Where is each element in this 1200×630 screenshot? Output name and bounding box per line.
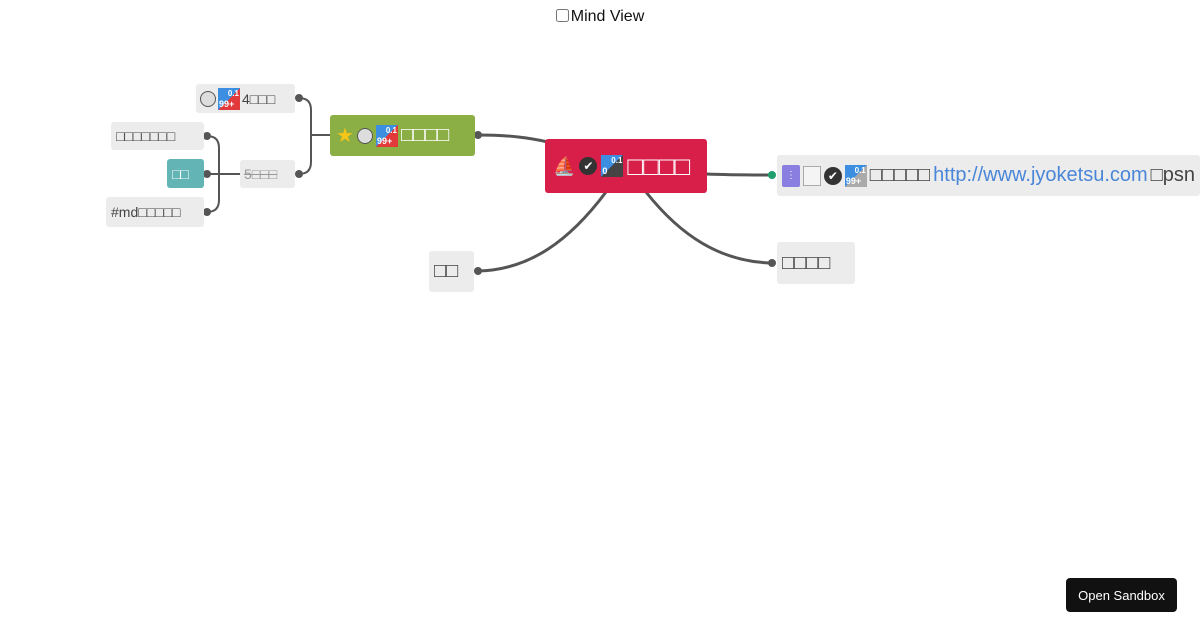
- dot-leaf3: [203, 208, 211, 216]
- badge-top-label: 0.1: [611, 156, 623, 165]
- leaf-2-node[interactable]: □□: [167, 159, 204, 188]
- bottom-left-node[interactable]: □□: [429, 251, 474, 292]
- badge-top-label: 0.1: [227, 88, 239, 98]
- zip-file-icon: ⋮: [782, 164, 800, 187]
- connector-root-link: [705, 172, 773, 177]
- dot-bottom-right: [768, 259, 776, 267]
- circle-icon: [200, 90, 216, 107]
- leaf-2-title: □□: [172, 165, 189, 182]
- mind-view-checkbox[interactable]: [555, 9, 569, 22]
- topic-5-node[interactable]: 5□□□: [240, 160, 295, 188]
- topic-5-title: 5□□□: [244, 166, 278, 182]
- root-title: □□□□: [627, 150, 691, 181]
- bottom-right-node[interactable]: □□□□: [777, 242, 855, 284]
- badge-bottom-label: 99+: [845, 175, 862, 186]
- connector-root-branch: [477, 133, 549, 144]
- circle-icon: [356, 127, 373, 144]
- mind-view-label: Mind View: [570, 8, 645, 25]
- badge-bottom-label: 99+: [219, 98, 235, 109]
- link-topic-suffix: □psn: [1150, 164, 1195, 186]
- link-topic-title: □□□□□: [869, 164, 931, 186]
- topic-4-title: 4□□□: [242, 90, 276, 107]
- dot-topic5: [295, 170, 303, 178]
- bottom-right-title: □□□□: [782, 251, 831, 274]
- badge-top-label: 0.1: [854, 165, 866, 175]
- link-url[interactable]: http://www.jyoketsu.com: [933, 164, 1148, 186]
- connector-topic5-leaves: [206, 135, 240, 213]
- badge-bottom-label: 99+: [376, 135, 393, 146]
- leaf-3-node[interactable]: #md□□□□□: [106, 197, 204, 227]
- dot-topic4: [295, 94, 303, 102]
- star-icon: ★: [336, 124, 354, 147]
- branch-topic-title: □□□□: [400, 124, 450, 146]
- dot-leaf1: [203, 132, 211, 140]
- image-icon: [802, 165, 821, 186]
- bottom-left-title: □□: [434, 260, 459, 282]
- sailboat-icon: ⛵: [553, 155, 576, 176]
- check-circle-icon: ✔: [579, 157, 598, 175]
- leaf-3-title: #md□□□□□: [111, 204, 181, 220]
- check-circle-icon: ✔: [823, 166, 842, 185]
- badge-top-label: 0.1: [385, 125, 397, 135]
- leaf-1-node[interactable]: □□□□□□□: [111, 122, 204, 150]
- dot-leaf2: [203, 170, 211, 178]
- open-sandbox-button[interactable]: Open Sandbox: [1066, 578, 1177, 612]
- badge-bottom-label: 0: [602, 166, 608, 176]
- dot-branch: [474, 131, 482, 139]
- dot-bottom-left: [474, 267, 482, 275]
- mind-view-toggle[interactable]: Mind View: [0, 8, 1200, 26]
- connector-root-bottom-right: [644, 191, 773, 265]
- connector-root-bottom-left: [477, 191, 608, 273]
- dot-link: [768, 171, 776, 179]
- leaf-1-title: □□□□□□□: [116, 128, 176, 144]
- connector-branch-children: [298, 97, 330, 175]
